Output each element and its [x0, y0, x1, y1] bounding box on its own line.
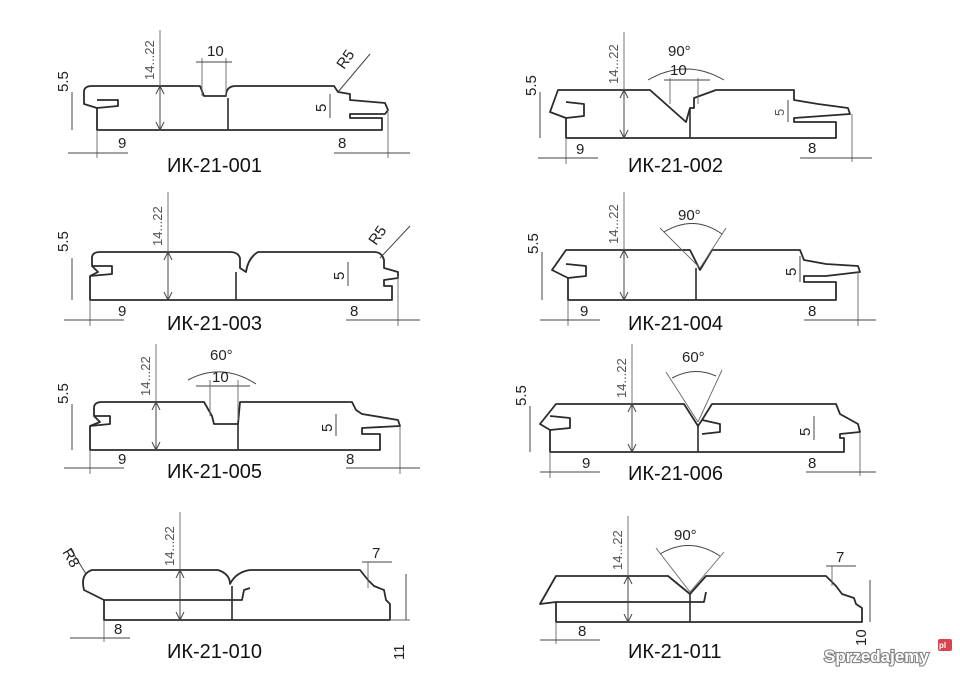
profile-outline — [89, 401, 401, 451]
profile-ik-21-001: 14...22 5.5 10 R5 5 9 8 ИК-21-001 — [55, 30, 410, 177]
profile-code: ИК-21-006 — [628, 463, 723, 485]
right-dim-label: 8 — [350, 303, 358, 320]
right-dim-label: 8 — [808, 303, 816, 320]
left-dim-label: 8 — [114, 621, 122, 638]
height-label: 14...22 — [614, 358, 629, 398]
profile-code: ИК-21-002 — [628, 155, 723, 177]
tongue-dim-label: 5 — [319, 424, 336, 432]
profile-ik-21-006: 14...22 5.5 60° 5 9 8 ИК-21-006 — [513, 344, 876, 485]
watermark: Sprzedajemy pl — [823, 639, 952, 667]
angle-label: 60° — [682, 349, 705, 366]
lip-dim-label: 5.5 — [513, 385, 530, 406]
profile-ik-21-011: 14...22 90° 7 8 10 ИК-21-011 — [539, 516, 871, 663]
profile-outline — [83, 85, 389, 131]
left-dim-label: 9 — [118, 451, 126, 468]
profile-ik-21-010: 14...22 R8 7 8 11 ИК-21-010 — [59, 512, 410, 663]
left-dim-label: 9 — [118, 303, 126, 320]
profile-outline — [539, 403, 861, 453]
lip-dim-label: 5.5 — [55, 383, 72, 404]
left-dim-label: 9 — [580, 303, 588, 320]
lip-dim-label: 5.5 — [55, 71, 72, 92]
height-label: 14...22 — [162, 526, 177, 566]
profile-outline — [539, 575, 863, 623]
bottom-dim-label: 10 — [853, 629, 870, 646]
bottom-dim-label: 11 — [391, 644, 408, 660]
left-dim-label: 9 — [576, 141, 584, 158]
tongue-dim-label: 5 — [331, 272, 348, 280]
profile-outline — [82, 569, 391, 621]
tongue-dim-label: 5 — [772, 109, 787, 116]
profile-code: ИК-21-001 — [167, 155, 262, 177]
groove-dim-label: 10 — [207, 43, 224, 60]
angle-label: 60° — [210, 347, 233, 364]
right-dim-label: 8 — [338, 135, 346, 152]
height-label: 14...22 — [138, 356, 153, 396]
right-dim-label: 8 — [346, 451, 354, 468]
groove-dim-label: 10 — [670, 62, 687, 79]
watermark-badge — [938, 639, 952, 651]
height-label: 14...22 — [610, 530, 625, 570]
step-dim-label: 7 — [372, 545, 380, 562]
profile-ik-21-003: 14...22 5.5 R5 5 9 8 ИК-21-003 — [55, 192, 420, 335]
radius-label: R5 — [333, 47, 358, 72]
profile-ik-21-004: 14...22 5.5 90° 5 9 8 ИК-21-004 — [525, 192, 876, 335]
radius-label: R8 — [59, 546, 83, 571]
lip-dim-label: 5.5 — [525, 233, 542, 254]
radius-label: R5 — [365, 223, 390, 248]
lip-dim-label: 5.5 — [523, 75, 540, 96]
profile-code: ИК-21-005 — [167, 461, 262, 483]
profile-code: ИК-21-004 — [628, 313, 723, 335]
height-label: 14...22 — [606, 44, 621, 84]
tongue-dim-label: 5 — [313, 104, 330, 112]
watermark-brand: Sprzedajemy — [824, 647, 929, 666]
profile-ik-21-005: 14...22 5.5 60° 10 5 9 8 ИК-21-005 — [55, 344, 420, 483]
height-label: 14...22 — [150, 206, 165, 246]
profile-code: ИК-21-003 — [167, 313, 262, 335]
step-dim-label: 7 — [836, 549, 844, 566]
profile-outline — [549, 89, 851, 139]
left-dim-label: 9 — [118, 135, 126, 152]
profile-code: ИК-21-011 — [628, 641, 721, 663]
angle-label: 90° — [668, 43, 691, 60]
right-dim-label: 8 — [808, 140, 816, 157]
tongue-dim-label: 5 — [783, 268, 800, 276]
lip-dim-label: 5.5 — [55, 231, 72, 252]
groove-dim-label: 10 — [212, 369, 229, 386]
height-label: 14...22 — [606, 204, 621, 244]
left-dim-label: 8 — [578, 623, 586, 640]
profile-code: ИК-21-010 — [167, 641, 262, 663]
left-dim-label: 9 — [582, 455, 590, 472]
profile-outline — [551, 249, 861, 301]
profile-outline — [89, 251, 399, 301]
watermark-suffix: pl — [939, 641, 946, 650]
profile-ik-21-002: 14...22 5.5 90° 10 5 9 8 ИК-21-002 — [523, 32, 872, 177]
tongue-dim-label: 5 — [797, 428, 814, 436]
right-dim-label: 8 — [808, 455, 816, 472]
angle-label: 90° — [674, 527, 697, 544]
angle-label: 90° — [678, 207, 701, 224]
height-label: 14...22 — [142, 40, 157, 80]
